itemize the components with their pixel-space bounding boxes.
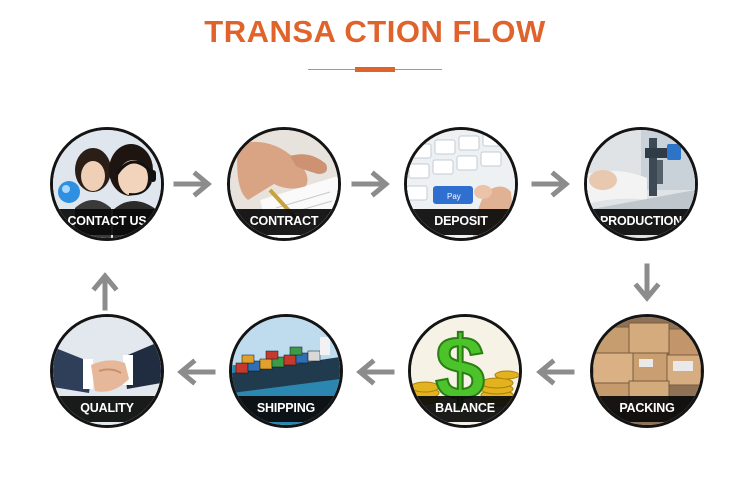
label-band bbox=[593, 396, 701, 422]
label-band bbox=[587, 209, 695, 235]
arrow-down-icon bbox=[633, 263, 661, 302]
arrow-right-icon bbox=[531, 170, 570, 198]
arrow-right-icon bbox=[351, 170, 390, 198]
arrow-left-icon bbox=[356, 358, 395, 386]
step-label: PACKING bbox=[619, 401, 675, 415]
title-divider-accent bbox=[355, 67, 395, 72]
step-quality: QUALITY bbox=[50, 314, 164, 428]
step-shipping: SHIPPING bbox=[229, 314, 343, 428]
label-band bbox=[407, 209, 515, 235]
step-packing: PACKING bbox=[590, 314, 704, 428]
step-production: PRODUCTION bbox=[584, 127, 698, 241]
step-contract: CONTRACT bbox=[227, 127, 341, 241]
step-label: BALANCE bbox=[435, 401, 495, 415]
label-band bbox=[411, 396, 519, 422]
label-band bbox=[230, 209, 338, 235]
step-label: SHIPPING bbox=[256, 401, 316, 415]
step-label: CONTACT US bbox=[67, 214, 147, 228]
arrow-right-icon bbox=[173, 170, 212, 198]
arrow-up-icon bbox=[91, 272, 119, 311]
label-band bbox=[232, 396, 340, 422]
label-band bbox=[53, 209, 161, 235]
svg-text:Pay: Pay bbox=[447, 192, 461, 201]
step-balance: $ BALANCE bbox=[408, 314, 522, 428]
step-deposit: Pay DEPOSIT bbox=[404, 127, 518, 241]
page-title: TRANSA CTION FLOW bbox=[204, 14, 546, 49]
step-label: CONTRACT bbox=[249, 214, 319, 228]
label-band bbox=[53, 396, 161, 422]
step-label: DEPOSIT bbox=[434, 214, 488, 228]
arrow-left-icon bbox=[536, 358, 575, 386]
step-contact-us: CONTACT US bbox=[50, 127, 164, 241]
arrow-left-icon bbox=[177, 358, 216, 386]
step-label: QUALITY bbox=[80, 401, 134, 415]
step-label: PRODUCTION bbox=[599, 214, 683, 228]
